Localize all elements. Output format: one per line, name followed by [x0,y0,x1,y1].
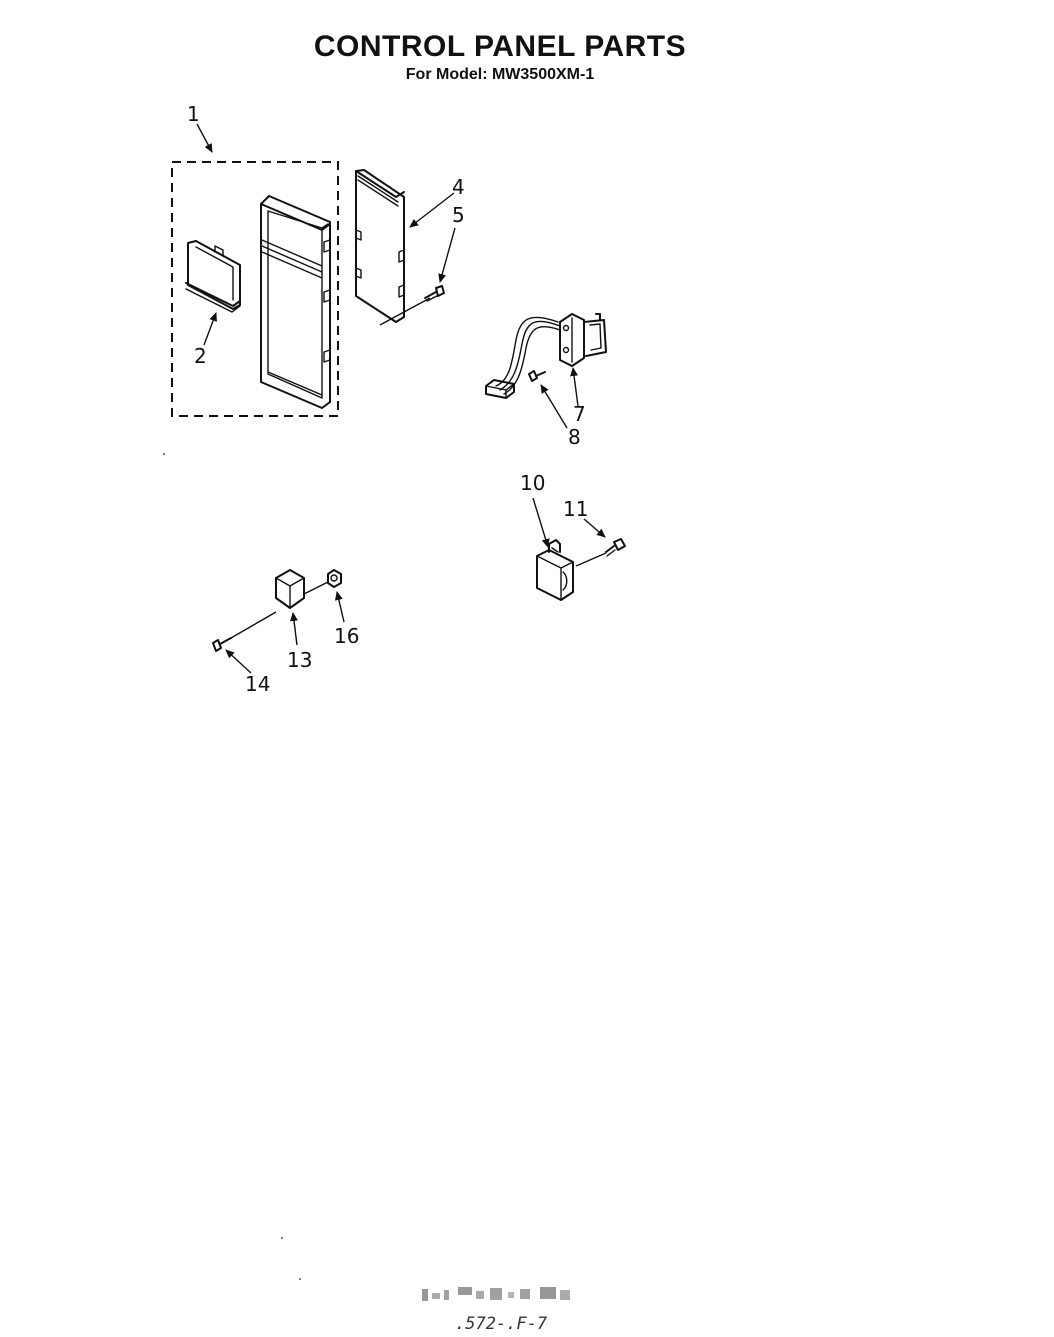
part-13-block [275,569,305,609]
part-11-screw [575,538,626,567]
callout-7: 7 [573,402,586,426]
leader-13 [290,612,298,646]
callout-14: 14 [245,672,271,696]
assembly-group-box [171,161,339,417]
leader-10 [532,497,550,548]
leader-5 [438,227,456,283]
callout-13: 13 [287,648,313,672]
leader-11 [583,518,606,538]
callout-1: 1 [187,102,200,126]
model-subtitle: For Model: MW3500XM-1 [405,66,595,83]
part-10-switch [536,539,574,601]
illegible-stamp [422,1287,570,1301]
callout-11: 11 [563,497,589,521]
part-5-screw [379,285,445,326]
callout-10: 10 [520,471,546,495]
page-title: CONTROL PANEL PARTS [313,30,687,63]
leader-7 [570,367,579,407]
leader-16 [334,591,345,623]
leader-8 [540,384,568,429]
part-2-window [185,240,241,313]
callout-8: 8 [568,425,581,449]
leader-1 [196,123,213,153]
part-16-nut [303,569,342,595]
callout-5: 5 [452,203,465,227]
part-8-screw [528,370,546,382]
scan-speck [163,453,165,455]
part-7-relay-harness [485,313,607,399]
leader-2 [203,312,217,346]
leader-14 [225,649,252,674]
part-1-control-panel-frame [260,195,331,409]
scan-speck [299,1278,301,1280]
callout-2: 2 [194,344,207,368]
part-4-control-board [355,169,405,323]
scan-speck [281,1237,283,1239]
callout-16: 16 [334,624,360,648]
footer-document-code: .572-.F-7 [455,1314,548,1334]
leader-4 [409,192,455,228]
part-14-screw [212,611,277,652]
callout-4: 4 [452,175,465,199]
